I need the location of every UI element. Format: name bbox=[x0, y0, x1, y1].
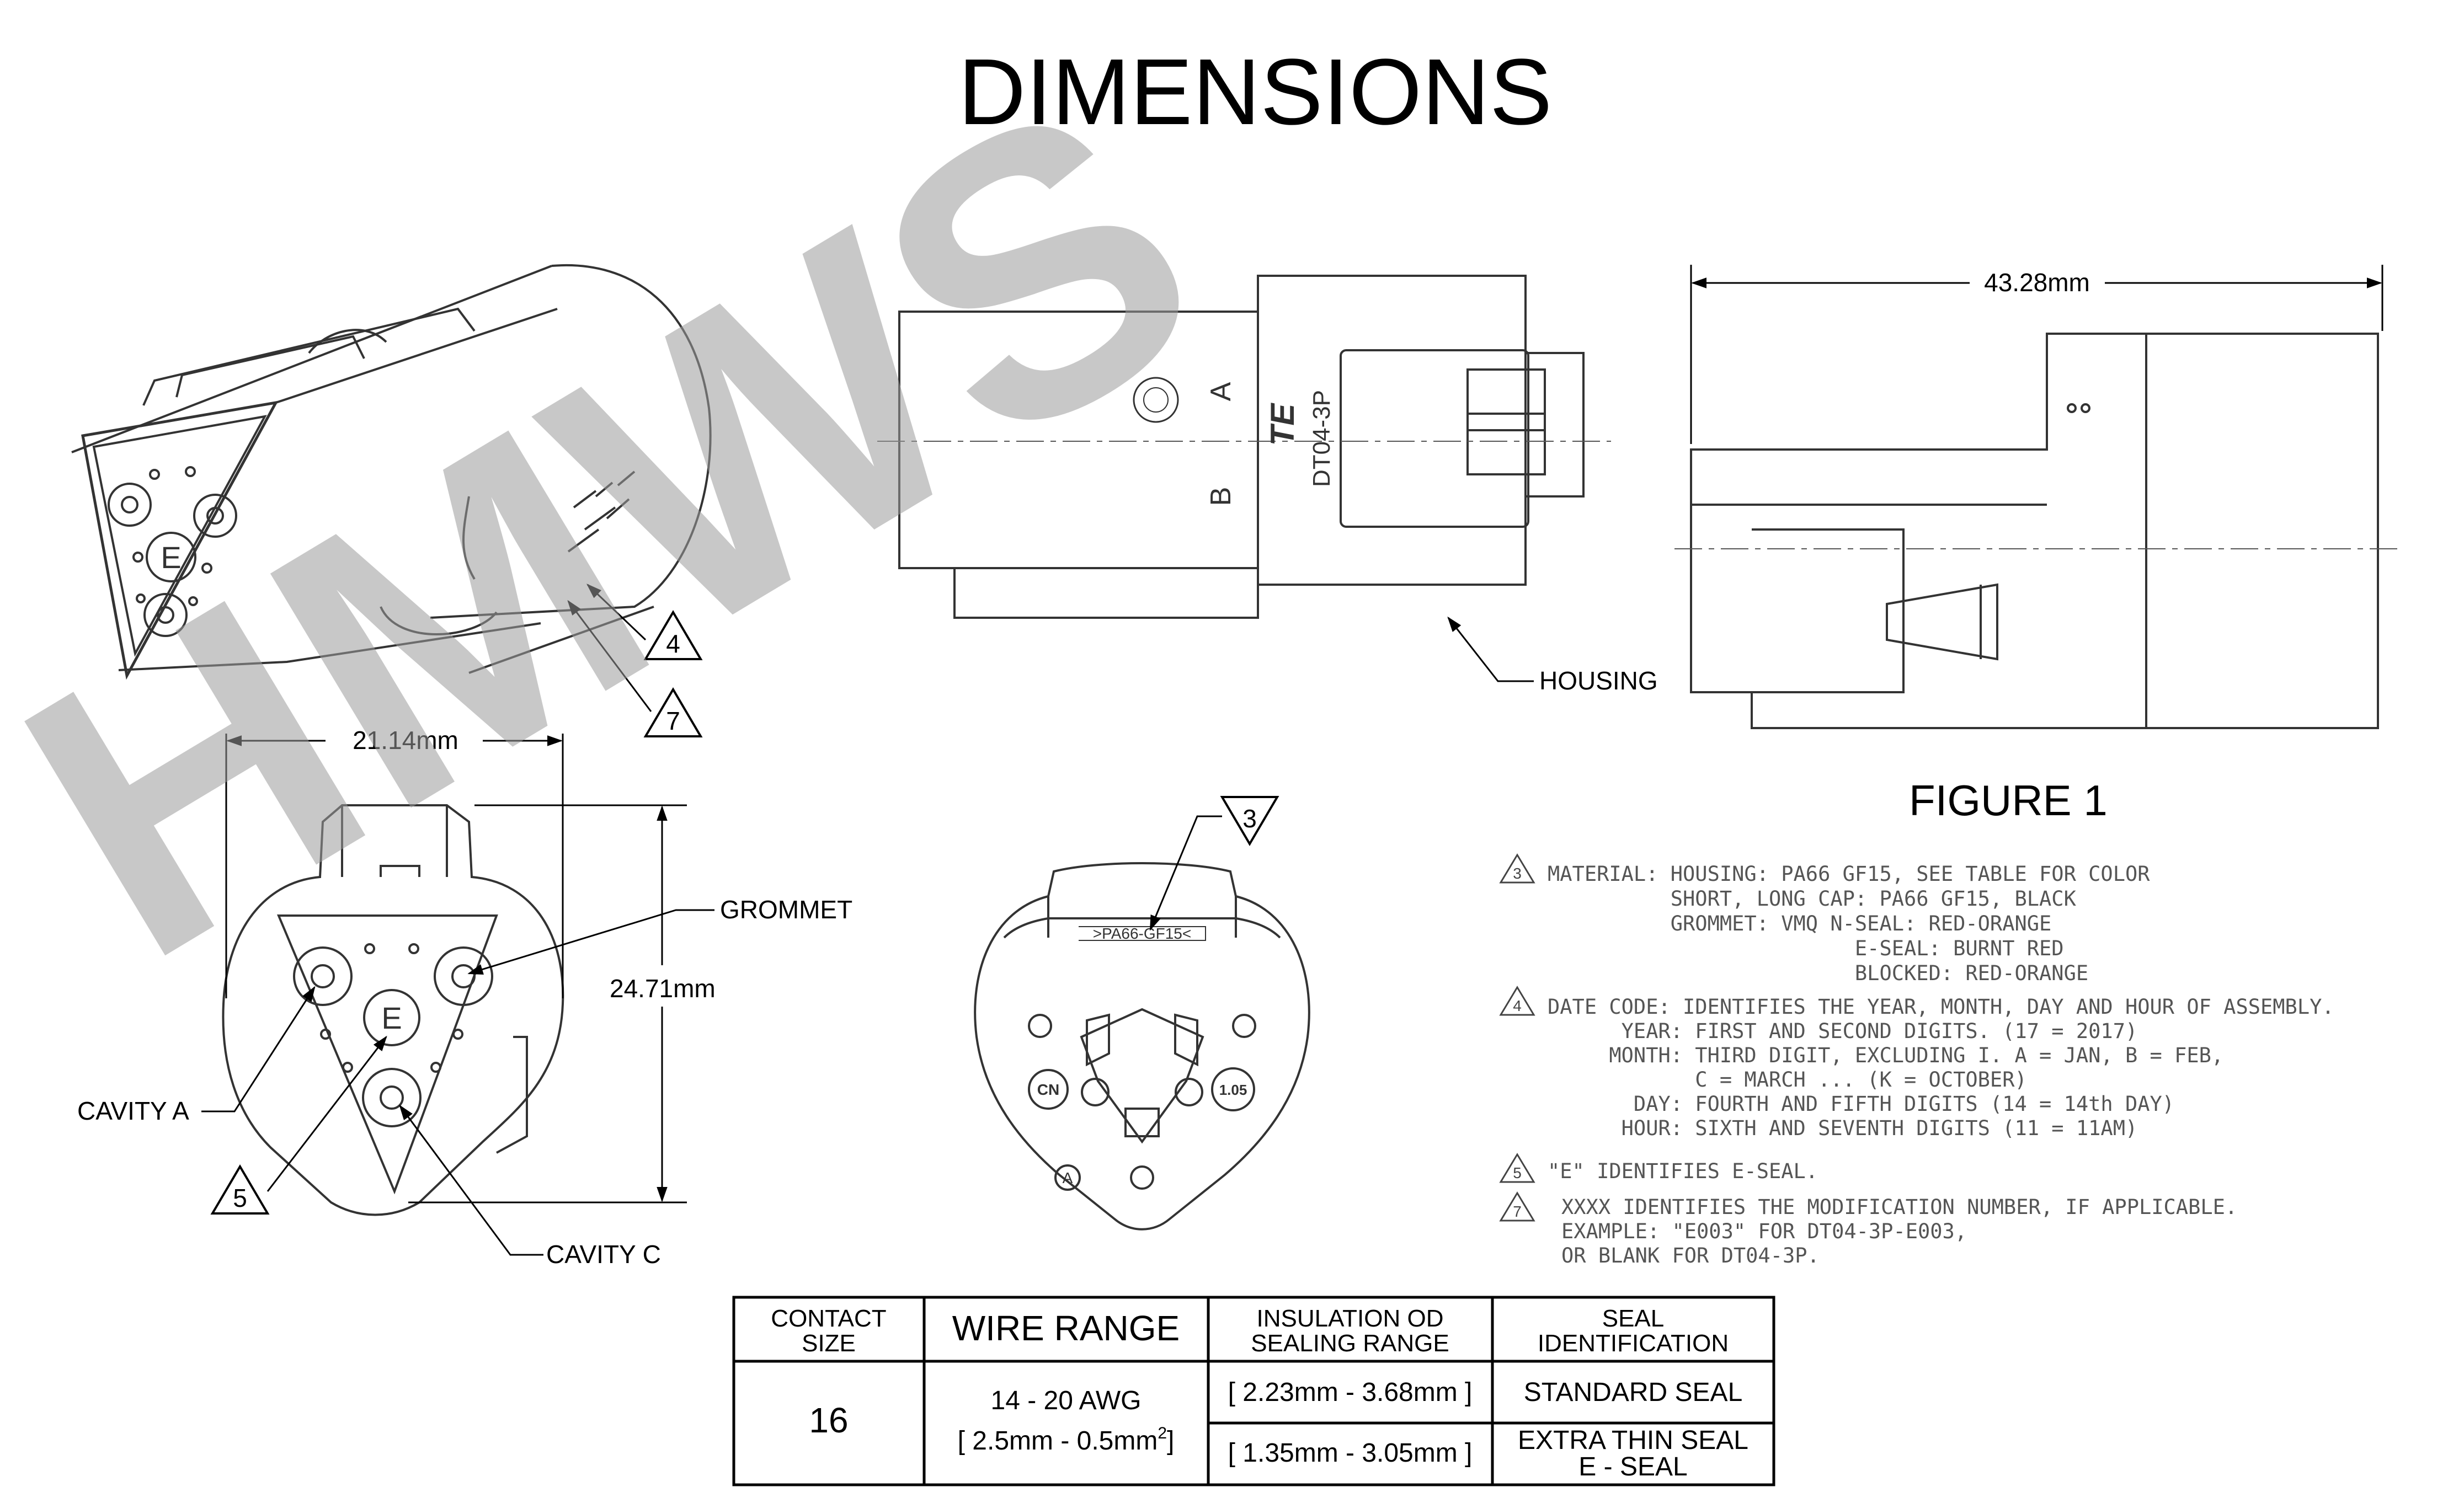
leader-4 bbox=[586, 584, 647, 641]
note3-line-2: SHORT, LONG CAP: PA66 GF15, BLACK bbox=[1548, 887, 2077, 911]
svg-text:3: 3 bbox=[1513, 865, 1522, 882]
front-view bbox=[222, 804, 564, 1216]
th-contact-l1: CONTACT bbox=[771, 1305, 886, 1332]
note5-line-1: "E" IDENTIFIES E-SEAL. bbox=[1548, 1159, 1818, 1183]
svg-text:5: 5 bbox=[1513, 1164, 1522, 1181]
svg-text:4: 4 bbox=[1513, 997, 1522, 1014]
te-logo: TE bbox=[1264, 403, 1301, 446]
front-seal-mark: E bbox=[381, 1001, 402, 1035]
side-view-right bbox=[1690, 333, 2379, 729]
cavity-c-label: CAVITY C bbox=[546, 1240, 661, 1269]
leader-7 bbox=[567, 600, 652, 712]
rear-mark-box bbox=[1079, 926, 1206, 941]
figure-label: FIGURE 1 bbox=[1909, 776, 2108, 825]
cell-seal-2-l2: E - SEAL bbox=[1578, 1452, 1687, 1481]
note-tag-3: 3 bbox=[1220, 796, 1279, 846]
th-insul-l1: INSULATION OD bbox=[1256, 1305, 1443, 1332]
svg-text:3: 3 bbox=[1242, 804, 1257, 833]
dim-side-length: 43.28mm bbox=[1984, 268, 2090, 297]
cell-wire-awg: 14 - 20 AWG bbox=[991, 1386, 1142, 1415]
rear-face-view bbox=[974, 862, 1310, 1231]
note4-line-1: DATE CODE: IDENTIFIES THE YEAR, MONTH, D… bbox=[1548, 995, 2334, 1019]
note7-line-1: XXXX IDENTIFIES THE MODIFICATION NUMBER,… bbox=[1561, 1195, 2237, 1219]
note-tag-4: 4 bbox=[643, 610, 703, 660]
th-contact-l2: SIZE bbox=[802, 1330, 856, 1357]
svg-text:5: 5 bbox=[233, 1184, 247, 1212]
th-wire: WIRE RANGE bbox=[952, 1308, 1180, 1348]
spec-table: CONTACT SIZE WIRE RANGE INSULATION OD SE… bbox=[732, 1296, 1775, 1486]
grommet-leader bbox=[467, 909, 714, 975]
iso-seal-mark: E bbox=[161, 540, 181, 575]
material-mark: >PA66-GF15< bbox=[1093, 925, 1191, 942]
note-tag-7: 7 bbox=[643, 687, 703, 737]
cavity-c-leader bbox=[399, 1104, 543, 1256]
th-seal-l1: SEAL bbox=[1602, 1305, 1665, 1332]
note4-line-3: MONTH: THIRD DIGIT, EXCLUDING I. A = JAN… bbox=[1548, 1044, 2223, 1067]
leader-5 bbox=[266, 1035, 387, 1192]
cavity-letter-a: A bbox=[1205, 382, 1237, 401]
cavity-a-label: CAVITY A bbox=[77, 1097, 189, 1125]
face-mark-a: A bbox=[1063, 1169, 1073, 1186]
grommet-label: GROMMET bbox=[720, 895, 852, 924]
face-mark-cn: CN bbox=[1037, 1081, 1059, 1098]
cell-insulation-2: [ 1.35mm - 3.05mm ] bbox=[1228, 1438, 1473, 1468]
leader-3 bbox=[1149, 815, 1222, 931]
svg-text:7: 7 bbox=[666, 707, 680, 735]
cell-wire-mm: [ 2.5mm - 0.5mm2] bbox=[958, 1424, 1175, 1456]
cell-seal-1: STANDARD SEAL bbox=[1524, 1378, 1743, 1407]
cell-contact-size: 16 bbox=[809, 1400, 848, 1440]
part-number-mark: DT04-3P bbox=[1308, 390, 1335, 487]
dim-front-width: 21.14mm bbox=[353, 726, 458, 755]
face-mark-105: 1.05 bbox=[1219, 1082, 1247, 1098]
housing-leader bbox=[1447, 616, 1534, 682]
page-title: DIMENSIONS bbox=[958, 40, 1553, 145]
svg-text:4: 4 bbox=[666, 629, 680, 658]
note4-line-5: DAY: FOURTH AND FIFTH DIGITS (14 = 14th … bbox=[1548, 1092, 2174, 1116]
housing-label: HOUSING bbox=[1539, 666, 1658, 695]
note4-line-6: HOUR: SIXTH AND SEVENTH DIGITS (11 = 11A… bbox=[1548, 1116, 2137, 1140]
cavity-letter-b: B bbox=[1205, 487, 1237, 506]
note7-line-2: EXAMPLE: "E003" FOR DT04-3P-E003, bbox=[1561, 1219, 1967, 1243]
th-insul-l2: SEALING RANGE bbox=[1251, 1330, 1449, 1357]
svg-text:7: 7 bbox=[1513, 1203, 1522, 1220]
cell-seal-2-l1: EXTRA THIN SEAL bbox=[1518, 1426, 1748, 1455]
note3-line-5: BLOCKED: RED-ORANGE bbox=[1548, 961, 2088, 985]
note4-line-2: YEAR: FIRST AND SECOND DIGITS. (17 = 201… bbox=[1548, 1019, 2137, 1043]
note3-line-4: E-SEAL: BURNT RED bbox=[1548, 937, 2064, 960]
watermark: HMWS bbox=[0, 13, 1264, 1041]
note7-line-3: OR BLANK FOR DT04-3P. bbox=[1561, 1244, 1820, 1267]
cell-insulation-1: [ 2.23mm - 3.68mm ] bbox=[1228, 1378, 1473, 1407]
iso-view bbox=[71, 264, 712, 680]
notes-block: 3 4 5 7 MATERIAL: HOUSING: PA66 GF15, SE… bbox=[1499, 853, 2334, 1267]
note3-line-1: MATERIAL: HOUSING: PA66 GF15, SEE TABLE … bbox=[1548, 862, 2150, 886]
note-tag-5: 5 bbox=[210, 1164, 270, 1215]
side-view-center bbox=[898, 275, 1585, 619]
note4-line-4: C = MARCH ... (K = OCTOBER) bbox=[1548, 1068, 2027, 1092]
cavity-a-leader bbox=[201, 986, 316, 1112]
th-seal-l2: IDENTIFICATION bbox=[1538, 1330, 1729, 1357]
note3-line-3: GROMMET: VMQ N-SEAL: RED-ORANGE bbox=[1548, 912, 2051, 935]
dim-front-height: 24.71mm bbox=[610, 974, 716, 1003]
